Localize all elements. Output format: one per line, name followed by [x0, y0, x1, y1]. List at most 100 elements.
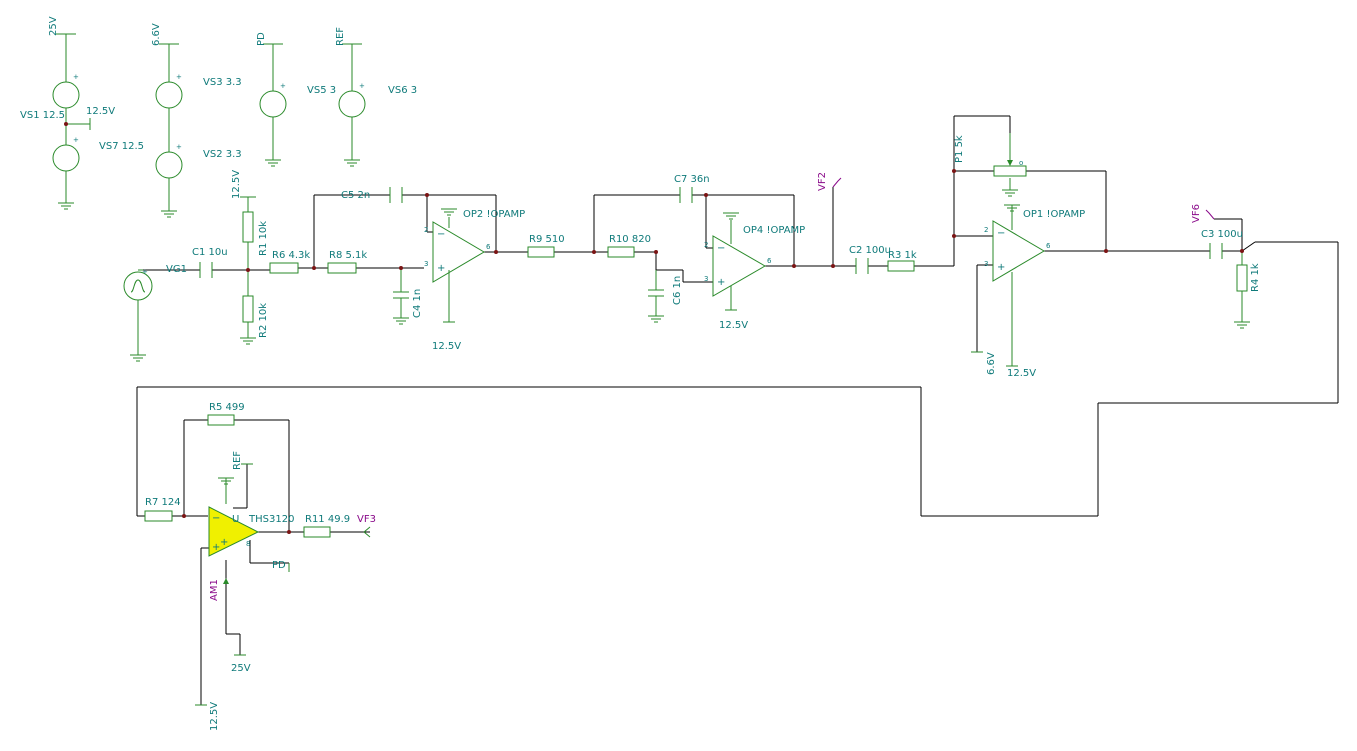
ths3120-amplifier[interactable]: − + + 8 [208, 506, 260, 557]
r7-resistor[interactable] [144, 510, 173, 522]
r6-resistor[interactable] [269, 262, 299, 274]
p1-wiper-arrow-icon [1007, 160, 1013, 166]
vs1-source[interactable]: + [52, 73, 80, 109]
label-vs2: VS2 3.3 [203, 149, 242, 160]
label-c6: C6 1n [672, 276, 683, 305]
r9-resistor[interactable] [527, 246, 555, 258]
label-p1: P1 5k [954, 135, 965, 163]
junction-dots [64, 122, 1244, 534]
label-12v5-r1: 12.5V [231, 170, 242, 199]
vs3-source[interactable]: + [155, 73, 183, 109]
label-r6: R6 4.3k [272, 250, 310, 261]
label-r3: R3 1k [888, 250, 917, 261]
vs7-source[interactable]: + [52, 136, 80, 172]
r1-resistor[interactable] [242, 211, 254, 243]
op2-minus: − [437, 229, 445, 240]
label-c5: C5 2n [341, 190, 370, 201]
label-c1: C1 10u [192, 247, 228, 258]
label-ref-top: REF [335, 27, 346, 46]
label-vs3: VS3 3.3 [203, 77, 242, 88]
ths-inner-plus: + [220, 537, 228, 548]
capacitors [199, 187, 1223, 299]
label-r10: R10 820 [609, 234, 651, 245]
label-12v5-op1: 12.5V [1007, 368, 1036, 379]
r8-resistor[interactable] [327, 262, 357, 274]
r5-resistor[interactable] [207, 414, 235, 426]
label-vf2: VF2 [817, 172, 828, 191]
op1-pin6: 6 [1046, 242, 1051, 250]
c5-capacitor[interactable] [389, 187, 403, 203]
label-vf3: VF3 [357, 514, 376, 525]
resistors [144, 165, 1248, 538]
label-vs1: VS1 12.5 [20, 110, 65, 121]
op4-opamp[interactable]: − + 2 3 6 [704, 235, 772, 297]
vs6-plus: + [359, 82, 365, 90]
vs6-source[interactable]: + [338, 82, 366, 118]
op2-opamp[interactable]: − + 2 3 6 [424, 221, 491, 283]
sine-wave-icon [130, 279, 146, 293]
component-graphics [56, 33, 1250, 706]
c4-capacitor[interactable] [393, 291, 409, 299]
label-12v5-op2: 12.5V [432, 341, 461, 352]
op2-pin6: 6 [486, 243, 491, 251]
label-r2: R2 10k [258, 303, 269, 338]
vs1-plus: + [73, 73, 79, 81]
label-op1: OP1 !OPAMP [1023, 209, 1085, 220]
vs5-source[interactable]: + [259, 82, 287, 118]
label-12v5-vs: 12.5V [86, 106, 115, 117]
op4-pin6: 6 [767, 257, 772, 265]
op1-plus: + [997, 262, 1005, 273]
ths-pin8: 8 [246, 540, 250, 548]
label-op4: OP4 !OPAMP [743, 225, 805, 236]
label-ref-amp: REF [232, 451, 243, 470]
label-25v-top: 25V [48, 16, 59, 36]
op4-pin3: 3 [704, 275, 708, 283]
vs2-plus: + [176, 143, 182, 151]
am1-arrow-icon [223, 578, 229, 584]
wires [136, 115, 1339, 705]
r2-resistor[interactable] [242, 295, 254, 323]
label-r8: R8 5.1k [329, 250, 367, 261]
ths-plus: + [212, 542, 220, 553]
vs2-source[interactable]: + [155, 143, 183, 179]
label-vs6: VS6 3 [388, 85, 417, 96]
op4-plus: + [717, 277, 725, 288]
vg1-plus: + [142, 268, 148, 276]
label-6v6-top: 6.6V [151, 23, 162, 46]
label-vs5: VS5 3 [307, 85, 336, 96]
p1-potentiometer[interactable] [993, 165, 1027, 177]
label-25v-amp: 25V [231, 663, 251, 674]
ths-minus: − [212, 513, 220, 524]
label-op2: OP2 !OPAMP [463, 209, 525, 220]
label-vg1: VG1 [166, 264, 187, 275]
vs7-plus: + [73, 136, 79, 144]
label-r7: R7 124 [145, 497, 181, 508]
label-12v5-amp: 12.5V [209, 702, 220, 731]
op2-pin3: 3 [424, 260, 428, 268]
op4-pin2: 2 [704, 241, 708, 249]
label-vs7: VS7 12.5 [99, 141, 144, 152]
op1-opamp[interactable]: − + 2 3 6 [984, 220, 1051, 282]
label-c2: C2 100u [849, 245, 891, 256]
c3-capacitor[interactable] [1209, 243, 1223, 259]
op1-pin3: 3 [984, 260, 988, 268]
label-c7: C7 36n [674, 174, 710, 185]
p1-wiper-mark: o [1019, 159, 1023, 167]
label-ths3120: THS3120 [248, 514, 294, 525]
r10-resistor[interactable] [607, 246, 635, 258]
c6-capacitor[interactable] [648, 289, 664, 297]
r3-resistor[interactable] [887, 260, 915, 272]
r4-resistor[interactable] [1236, 264, 1248, 292]
op2-pin2: 2 [424, 226, 428, 234]
vg1-generator[interactable]: + [123, 268, 153, 301]
r11-resistor[interactable] [303, 526, 331, 538]
label-r1: R1 10k [258, 221, 269, 256]
label-pd-amp: PD [272, 560, 286, 571]
c2-capacitor[interactable] [855, 258, 869, 274]
op2-plus: + [437, 263, 445, 274]
c7-capacitor[interactable] [679, 187, 693, 203]
c1-capacitor[interactable] [199, 262, 213, 278]
labels: 25V 6.6V PD REF VS1 12.5 12.5V VS7 12.5 … [20, 16, 1261, 731]
op1-pin2: 2 [984, 226, 988, 234]
